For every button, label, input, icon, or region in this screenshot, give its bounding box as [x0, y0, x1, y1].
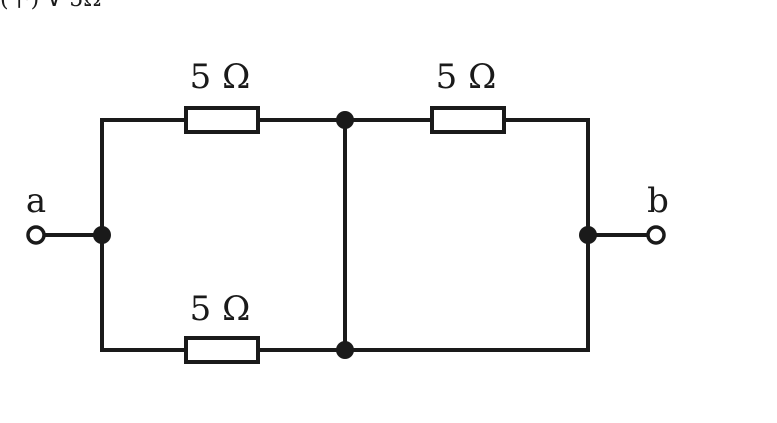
- junction-left: [93, 226, 111, 244]
- resistor-top-right-label: 5 Ω: [436, 57, 497, 97]
- junction-right: [579, 226, 597, 244]
- wires: [42, 118, 650, 352]
- resistor-top-left: [184, 106, 260, 134]
- resistor-bottom-label: 5 Ω: [190, 289, 251, 329]
- terminal-a-label: a: [26, 181, 46, 221]
- terminal-a: [26, 225, 46, 245]
- terminal-b-label: b: [647, 181, 669, 221]
- resistor-bottom: [184, 336, 260, 364]
- terminal-b: [646, 225, 666, 245]
- top-clipped-text: (下) ∨ 5Ω: [0, 0, 102, 12]
- junction-top-middle: [336, 111, 354, 129]
- junction-bottom-middle: [336, 341, 354, 359]
- resistor-top-left-label: 5 Ω: [190, 57, 251, 97]
- resistor-top-right: [430, 106, 506, 134]
